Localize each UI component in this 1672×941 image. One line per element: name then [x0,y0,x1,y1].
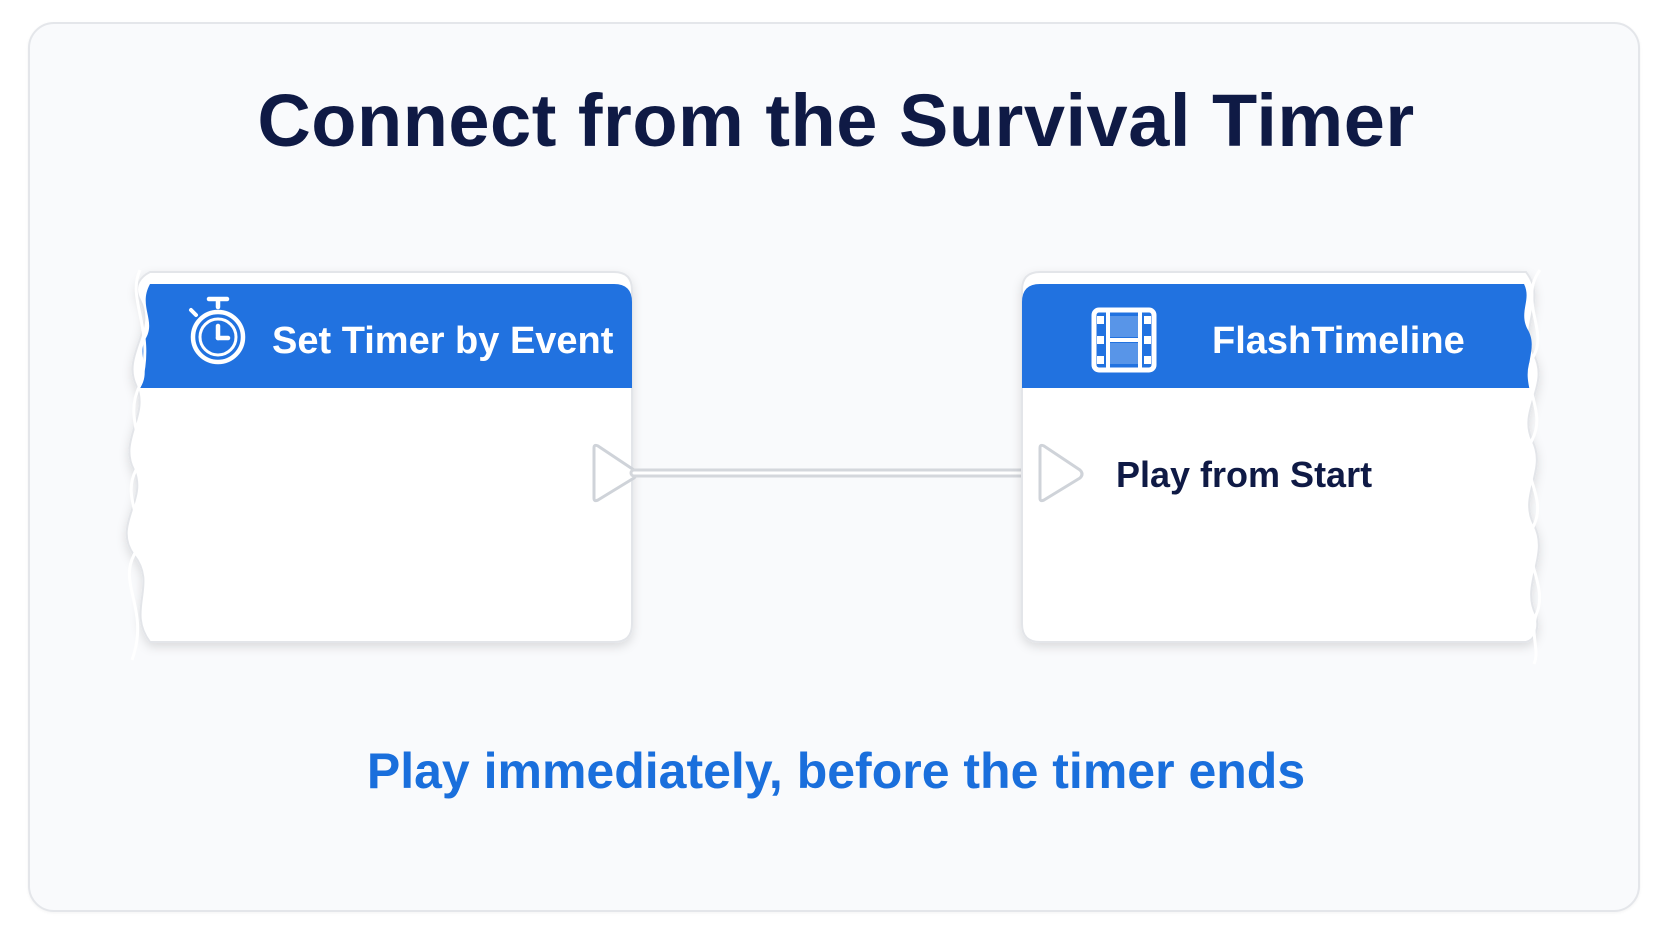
torn-edge [127,269,147,661]
caption: Play immediately, before the timer ends [366,743,1306,799]
pin-label-play-from-start: Play from Start [1116,454,1372,495]
film-strip-icon [1091,307,1157,373]
page-title: Connect from the Survival Timer [257,79,1415,162]
node-flash-timeline[interactable]: FlashTimeline Play from Start [1021,269,1542,665]
stopwatch-icon [189,296,246,365]
torn-edge [1525,269,1542,665]
node-header [140,284,632,388]
node-title: FlashTimeline [1212,320,1465,362]
node-title: Set Timer by Event [272,320,614,362]
node-set-timer-by-event[interactable]: Set Timer by Event [125,269,638,661]
exec-input-pin[interactable] [1038,443,1084,503]
